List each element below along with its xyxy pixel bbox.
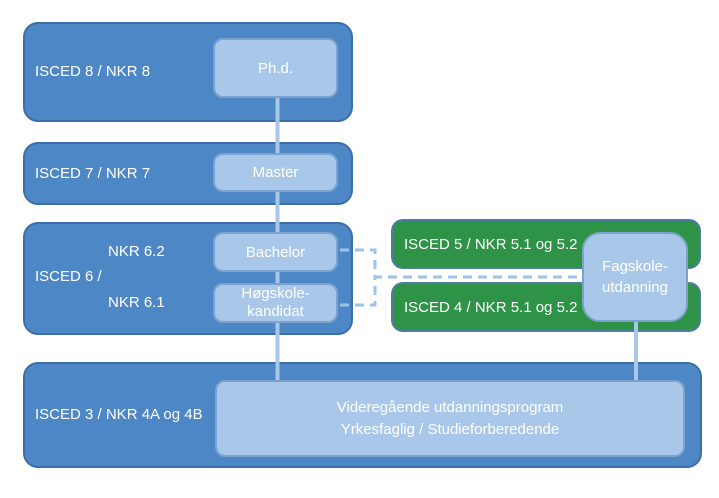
band-isced5-label: ISCED 5 / NKR 5.1 og 5.2 [404,235,578,253]
node-videregaende-line2: Yrkesfaglig / Studieforberedende [340,420,560,438]
band-isced4-label: ISCED 4 / NKR 5.1 og 5.2 [404,298,578,316]
node-videregaende: Videregående utdanningsprogram Yrkesfagl… [215,380,685,457]
node-fagskoleutdanning-line2: utdanning [602,279,668,296]
node-bachelor-label: Bachelor [245,243,306,261]
node-hogskolekandidat: Høgskole- kandidat [213,283,338,323]
node-hogskolekandidat-line2: kandidat [247,303,304,320]
band-isced6-label: ISCED 6 / [35,268,102,285]
band-isced3-label: ISCED 3 / NKR 4A og 4B [35,406,203,423]
band-isced8-label: ISCED 8 / NKR 8 [35,63,151,80]
node-fagskoleutdanning-line1: Fagskole- [602,258,668,275]
band-isced6-nkr62-label: NKR 6.2 [108,243,165,260]
node-bachelor: Bachelor [213,232,338,272]
node-videregaende-line1: Videregående utdanningsprogram [336,398,564,416]
node-phd-label: Ph.d. [257,59,294,77]
node-hogskolekandidat-line1: Høgskole- [241,285,310,302]
node-master-label: Master [252,164,299,181]
node-phd: Ph.d. [213,38,338,98]
node-master: Master [213,153,338,192]
node-fagskoleutdanning: Fagskole- utdanning [582,232,688,322]
band-isced7-label: ISCED 7 / NKR 7 [35,165,151,182]
band-isced6-nkr61-label: NKR 6.1 [108,294,165,311]
band-isced4: ISCED 4 / NKR 5.1 og 5.2 [391,282,701,332]
